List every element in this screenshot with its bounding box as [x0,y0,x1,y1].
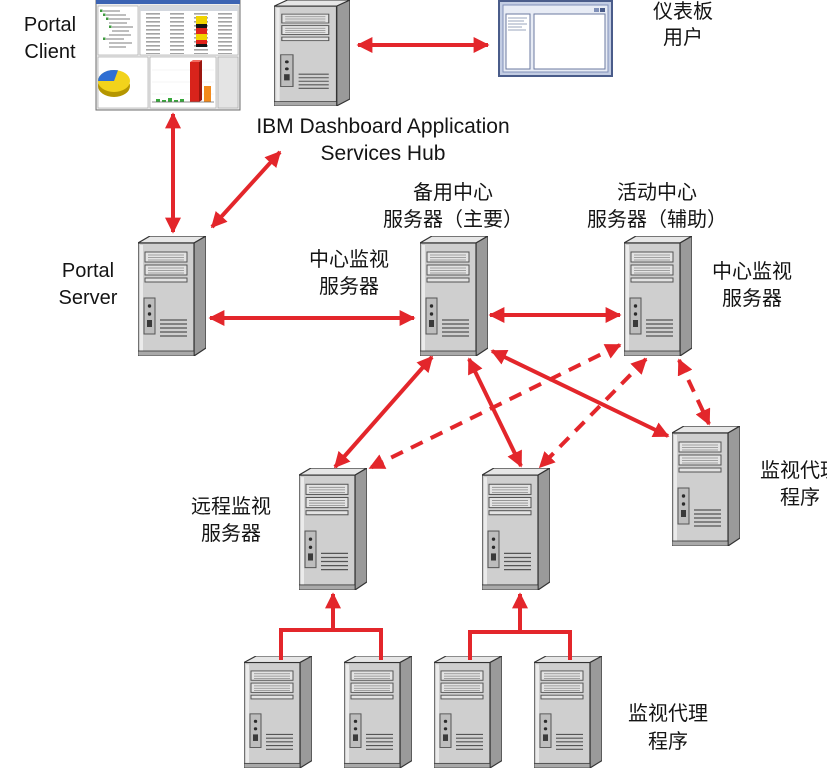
hub-server-label-right: 中心监视 服务器 [702,259,802,313]
dashed-arrow-active-hub-to-agent-right [677,358,711,426]
tree-item-icons [100,9,112,40]
bottom-agents-label: 监视代理 程序 [618,700,718,756]
dashboard-user-label: 仪表板 用户 [643,0,723,51]
bar-red [190,62,199,102]
table-header [140,6,238,11]
remote-monitoring-server [299,468,367,590]
table-rows [142,12,236,54]
remote-server-label: 远程监视 服务器 [181,494,281,548]
bar-green [162,100,166,102]
arrow-standby-hub-to-remote-server [333,355,434,469]
label-line: 活动中心 [617,182,697,204]
pie-slice-blue [97,69,118,81]
portal-client-label: Portal Client [10,12,90,66]
label-line: IBM Dashboard Application [256,115,510,138]
label-line: 备用中心 [413,182,493,204]
label-line: 中心监视 [712,261,792,283]
label-line: 中心监视 [309,249,389,271]
bar-green [156,99,160,102]
label-line: 远程监视 [191,496,271,518]
label-line: 服务器 [722,288,782,310]
tree-icon [109,25,112,28]
portal-server-label: Portal Server [48,258,128,312]
monitoring-agent-2 [344,656,412,768]
window-control-icon [600,8,605,12]
portal-client-screenshot [95,0,241,111]
bar-green [168,98,172,102]
side-pane [217,56,239,109]
monitoring-agent-4 [534,656,602,768]
label-line: 服务器 [201,523,261,545]
monitoring-agent-right [672,426,740,546]
status-cell-warning [196,34,207,40]
dashboard-hub-server [274,0,350,106]
window-left-panel [505,13,531,70]
bar-chart-gridlines [152,69,214,95]
arrow-standby-hub-to-remote-server-2 [467,357,523,468]
tree-icon [103,13,106,16]
hub-server-label-left: 中心监视 服务器 [299,247,399,301]
status-cell-warning [196,16,207,24]
label-line: 监视代理 [628,703,708,725]
label-line: Portal [23,14,77,36]
label-line: 服务器（辅助） [587,209,727,231]
agent-right-label: 监视代理 程序 [760,458,827,512]
status-cell-critical [196,40,207,44]
bar-orange [204,86,211,102]
dashboard-hub-label: IBM Dashboard Application Services Hub [223,113,543,167]
status-cell-unknown [196,44,207,47]
remote-monitoring-server-2 [482,468,550,590]
bar-red-side [199,60,202,102]
label-line: 程序 [780,487,820,509]
bar-green [180,99,184,102]
label-line: 服务器 [319,276,379,298]
monitoring-agent-3 [434,656,502,768]
tree-icon [103,37,106,40]
window-left-panel-lines [508,17,527,31]
label-line: 服务器（主要） [383,209,523,231]
label-line: 监视代理 [760,460,827,482]
label-line: 程序 [648,731,688,753]
label-line: Server [58,287,118,309]
screenshot-title-bar [96,0,240,4]
label-line: 用户 [663,27,703,49]
label-line: Client [24,41,76,63]
tree-icon [106,17,109,20]
bar-green [174,100,178,102]
window-control-icon [594,8,599,12]
label-line: Services Hub [320,142,446,165]
agent-tree-right [468,592,572,660]
status-cell-critical [196,28,207,34]
tree-icon [100,9,103,12]
navigator-tree-items [103,10,133,48]
dashed-arrow-active-hub-to-remote-server [368,343,622,470]
arrow-dashboard-hub-to-portal-server [210,150,282,229]
dashed-arrow-active-hub-to-remote-server-2 [538,357,648,469]
active-hub-server [624,236,692,356]
small-bars [156,98,184,102]
label-line: 仪表板 [653,1,713,23]
application-window-icon [498,0,613,77]
portal-server [138,236,206,356]
monitoring-agent-1 [244,656,312,768]
standby-hub-server [420,236,488,356]
active-hub-label: 活动中心 服务器（辅助） [577,180,737,234]
status-cell-unknown [196,24,207,28]
label-line: Portal [61,260,115,282]
bar-red-top [190,60,202,62]
window-content-panel [533,13,606,70]
agent-tree-left [279,592,383,660]
standby-hub-label: 备用中心 服务器（主要） [373,180,533,234]
